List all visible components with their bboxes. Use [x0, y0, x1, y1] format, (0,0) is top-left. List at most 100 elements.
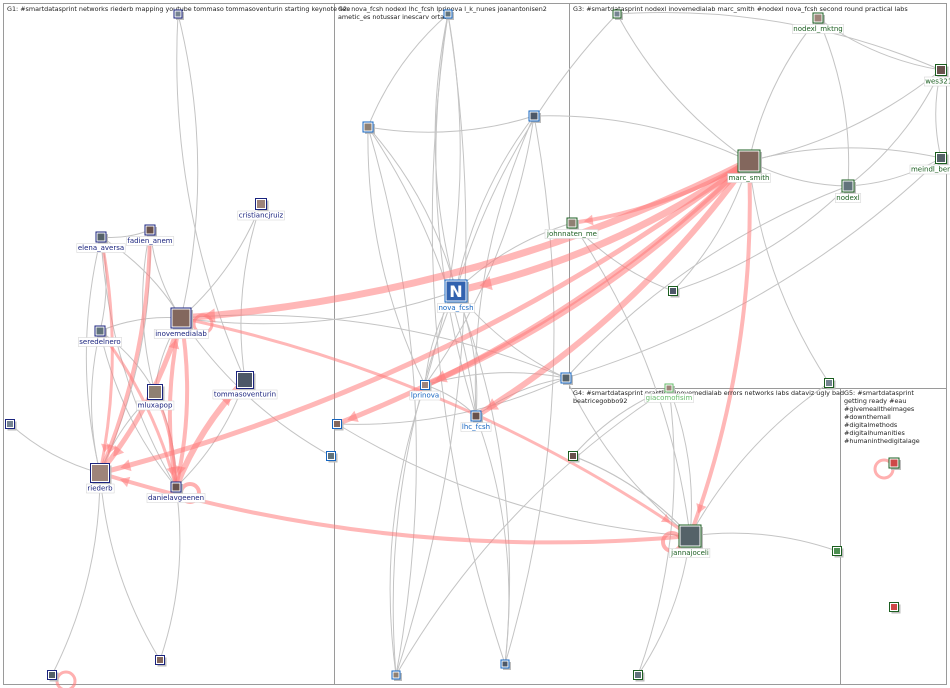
node-g1bot1[interactable]	[47, 670, 59, 682]
arrowhead-danielavgeenen-inovemedialab	[168, 339, 180, 350]
edge-marc_smith-meindl_benjamin	[748, 147, 942, 162]
node-label: giacomofisim	[646, 394, 693, 402]
node-label-bg	[437, 303, 475, 313]
node-g2top[interactable]	[443, 9, 454, 20]
node-label-bg	[727, 173, 771, 183]
edge-g2bot2-nova_fcsh	[455, 290, 511, 665]
node-lprinova[interactable]: lprinova	[409, 380, 441, 401]
node-riederb[interactable]: riederb	[86, 463, 115, 494]
node-tommasoventurin[interactable]: tommasoventurin	[212, 371, 278, 400]
avatar	[666, 385, 672, 391]
edge-strong-marc_smith-g2d	[334, 158, 752, 427]
arrowhead-marc_smith-g2d	[347, 410, 359, 422]
edge-g2b-g2bot2	[504, 115, 555, 665]
avatar	[568, 219, 576, 227]
avatar	[97, 233, 105, 241]
node-johnnaten_me[interactable]: johnnaten_me	[544, 217, 599, 239]
avatar	[890, 459, 898, 467]
node-g2bot2[interactable]	[500, 659, 511, 670]
node-g5b[interactable]	[889, 602, 901, 614]
node-nodexl_mktng[interactable]: nodexl_mktng	[792, 12, 844, 34]
arrowhead-marc_smith-nova_fcsh	[479, 276, 493, 291]
node-g2bot1[interactable]	[391, 670, 402, 681]
avatar	[364, 123, 372, 131]
edge-g2top-g2bot1	[395, 13, 467, 676]
node-label: wes3210	[925, 78, 950, 86]
node-marc_smith[interactable]: marc_smith	[727, 149, 771, 183]
avatar	[814, 14, 822, 22]
avatar	[614, 11, 620, 17]
node-label-bg	[835, 193, 862, 203]
node-lhc_fcsh[interactable]: lhc_fcsh	[460, 410, 492, 432]
edge-strong-fadien_anem-riederb	[98, 228, 152, 475]
node-mluxapop[interactable]: mluxapop	[136, 384, 175, 411]
node-label: cristiancjruiz	[239, 212, 284, 220]
node-label: seredelnero	[79, 338, 120, 346]
node-label: tommasoventurin	[214, 391, 276, 399]
avatar	[96, 327, 104, 335]
edge-g2c-g2d	[336, 377, 567, 425]
node-seredelnero[interactable]: seredelnero	[78, 325, 122, 347]
node-label-bg	[644, 393, 694, 403]
edge-g1top-tommasoventurin	[176, 13, 246, 381]
node-label: elena_aversa	[78, 244, 124, 252]
edge-g2top-g2bot2	[431, 13, 506, 665]
avatar	[937, 154, 945, 162]
node-g3b[interactable]	[824, 378, 836, 390]
avatar	[739, 151, 759, 171]
node-label: lhc_fcsh	[462, 423, 490, 431]
node-cristiancjruiz[interactable]: cristiancjruiz	[237, 198, 285, 221]
node-label: marc_smith	[729, 174, 770, 182]
node-jannajoceli[interactable]: jannajoceli	[668, 524, 711, 558]
node-danielavgeenen[interactable]: danielavgeenen	[146, 481, 206, 503]
node-label: meindl_benjamin	[911, 166, 950, 174]
node-g4b[interactable]	[832, 546, 844, 558]
node-g4a[interactable]	[568, 451, 580, 463]
edge-giacomofisim-g4a	[572, 387, 670, 457]
avatar	[680, 526, 700, 546]
arrowhead-jannajoceli-riederb	[120, 476, 131, 488]
node-label: lprinova	[411, 392, 439, 400]
node-label-bg	[146, 493, 206, 503]
node-label-bg	[136, 400, 175, 411]
node-g2e[interactable]	[326, 451, 338, 463]
edge-g2top-nova_fcsh	[434, 13, 457, 292]
avatar	[937, 66, 945, 74]
node-g1top[interactable]	[173, 9, 184, 20]
group-frames	[3, 3, 947, 685]
avatar	[172, 309, 190, 327]
node-meindl_benjamin[interactable]: meindl_benjamin	[909, 152, 950, 175]
node-label-bg	[792, 24, 844, 34]
edge-cristiancjruiz-tommasoventurin	[240, 203, 262, 381]
node-g3top[interactable]	[612, 9, 623, 20]
node-nodexl[interactable]: nodexl	[835, 179, 862, 203]
node-g4bot[interactable]	[633, 670, 645, 682]
avatar	[670, 288, 676, 294]
nova-logo-letter: N	[449, 282, 462, 301]
node-giacomofisim[interactable]: giacomofisim	[644, 383, 694, 403]
edge-g2a-nova_fcsh	[367, 126, 457, 292]
node-g1bot2[interactable]	[155, 655, 167, 667]
node-fadien_anem[interactable]: fadien_anem	[126, 224, 175, 246]
avatar	[49, 672, 55, 678]
node-inovemedialab[interactable]: inovemedialab	[153, 307, 209, 339]
avatar	[446, 281, 466, 301]
edge-g3top-nova_fcsh	[455, 13, 618, 292]
node-g2b[interactable]	[528, 110, 541, 123]
avatar	[445, 11, 451, 17]
node-g2a[interactable]	[362, 121, 375, 134]
node-g2c[interactable]	[560, 372, 573, 385]
avatar	[635, 672, 641, 678]
edge-strong-marc_smith-johnnaten_me	[570, 159, 751, 225]
node-g3a[interactable]	[668, 286, 680, 298]
node-g1left[interactable]	[5, 419, 17, 431]
node-wes3210[interactable]: wes3210	[924, 64, 950, 87]
avatar	[175, 11, 181, 17]
edge-strong-inovemedialab-jannajoceli	[179, 316, 692, 538]
node-g2d[interactable]	[332, 419, 344, 431]
canvas-border	[3, 3, 947, 685]
node-elena_aversa[interactable]: elena_aversa	[76, 231, 126, 253]
node-g5a[interactable]	[888, 457, 901, 470]
